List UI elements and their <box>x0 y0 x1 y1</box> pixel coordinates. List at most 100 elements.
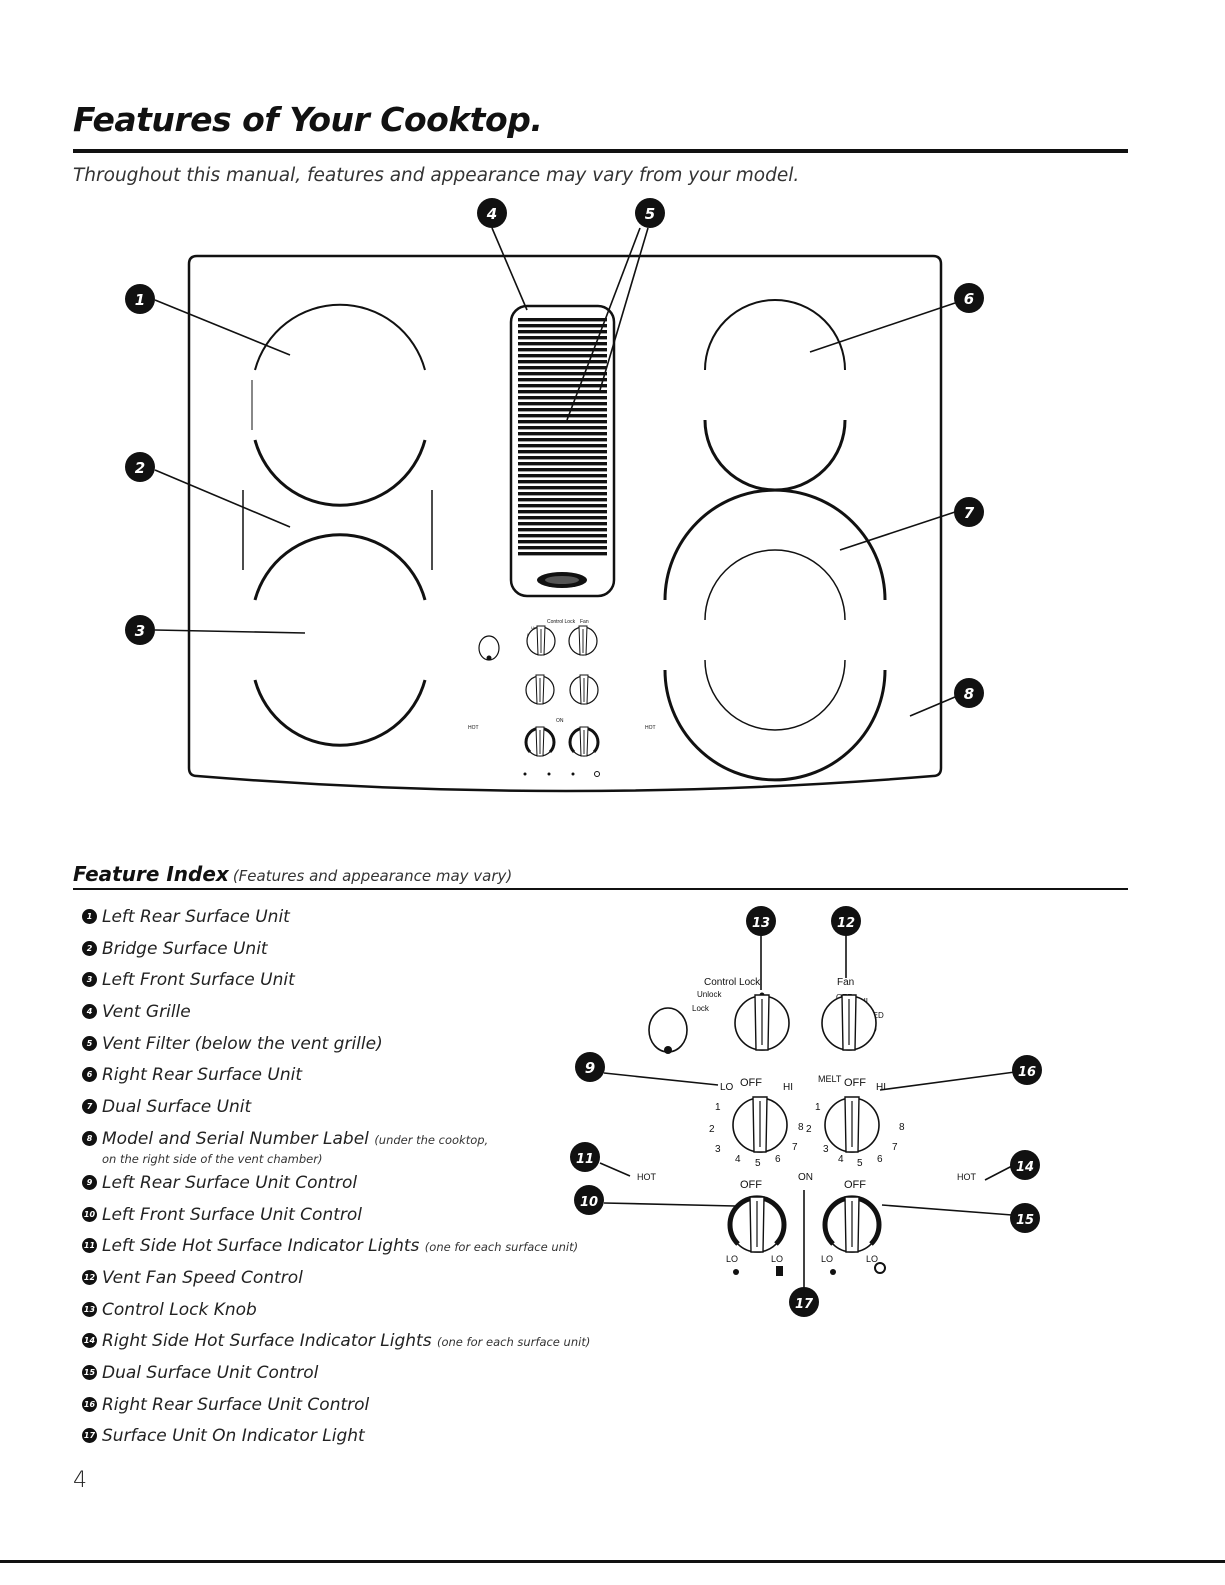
small-control-panel: Control Lock Unlock Lock Fan ON HOT HOT <box>468 619 656 777</box>
svg-text:3: 3 <box>135 622 145 640</box>
svg-text:7: 7 <box>964 504 975 522</box>
index-bullet-badge: 2 <box>82 940 97 956</box>
fan-label: Fan <box>837 977 854 988</box>
svg-text:15: 15 <box>1016 1213 1034 1228</box>
svg-text:OFF: OFF <box>740 1077 762 1089</box>
svg-text:LO: LO <box>720 1082 734 1093</box>
svg-text:OFF: OFF <box>740 1179 762 1191</box>
callout-badge: 14 <box>1010 1150 1040 1180</box>
page-title: Features of Your Cooktop. <box>73 100 543 139</box>
index-bullet-badge: 9 <box>82 1174 97 1190</box>
svg-text:4: 4 <box>735 1154 741 1165</box>
callout-badge: 6 <box>954 283 984 313</box>
callout-badge: 13 <box>746 906 776 936</box>
svg-text:16: 16 <box>1018 1065 1036 1080</box>
svg-text:6: 6 <box>964 290 974 308</box>
svg-text:OFF: OFF <box>844 1179 866 1191</box>
svg-text:4: 4 <box>838 1154 844 1165</box>
svg-text:LO: LO <box>726 1254 738 1264</box>
callout-badge: 3 <box>125 615 155 645</box>
upper-leader-lines <box>154 227 956 717</box>
svg-text:2: 2 <box>806 1124 812 1135</box>
svg-text:1: 1 <box>815 1102 821 1113</box>
index-bullet-badge: 3 <box>82 972 97 988</box>
svg-text:5: 5 <box>645 205 655 223</box>
callout-badge: 4 <box>477 198 507 228</box>
callout-badge: 16 <box>1012 1055 1042 1085</box>
bottom-rule <box>0 1560 1225 1563</box>
svg-text:5: 5 <box>857 1158 863 1169</box>
svg-text:14: 14 <box>1016 1160 1034 1175</box>
index-bullet-badge: 16 <box>82 1396 97 1412</box>
svg-text:13: 13 <box>752 916 770 931</box>
callout-badge: 9 <box>575 1052 605 1082</box>
index-bullet-badge: 15 <box>82 1364 97 1380</box>
feature-index-title: Feature Index <box>73 862 229 886</box>
svg-text:12: 12 <box>837 916 855 931</box>
index-bullet-badge: 7 <box>82 1099 97 1115</box>
index-bullet-badge: 13 <box>82 1301 97 1317</box>
feature-index-note: (Features and appearance may vary) <box>232 867 513 885</box>
svg-text:8: 8 <box>899 1122 905 1133</box>
index-bullet-badge: 17 <box>82 1428 97 1444</box>
svg-text:HOT: HOT <box>468 725 479 731</box>
callout-badge: 11 <box>570 1142 600 1172</box>
svg-text:1: 1 <box>715 1102 721 1113</box>
callout-badge: 1 <box>125 284 155 314</box>
callout-badge: 17 <box>789 1287 819 1317</box>
left-front-element <box>253 533 427 747</box>
index-bullet-badge: 12 <box>82 1269 97 1285</box>
svg-text:HOT: HOT <box>957 1172 977 1182</box>
svg-text:7: 7 <box>892 1142 898 1153</box>
svg-text:8: 8 <box>964 685 974 703</box>
index-bullet-badge: 8 <box>82 1130 97 1146</box>
svg-text:HI: HI <box>783 1082 793 1093</box>
svg-text:OFF: OFF <box>844 1077 866 1089</box>
svg-text:6: 6 <box>775 1154 781 1165</box>
svg-text:2: 2 <box>135 459 145 477</box>
index-bullet-badge: 11 <box>82 1238 97 1254</box>
svg-text:LO: LO <box>771 1254 783 1264</box>
vent-grille <box>509 304 616 598</box>
svg-text:10: 10 <box>580 1195 598 1210</box>
svg-text:ON: ON <box>798 1172 813 1183</box>
small-control-lock-label: Control Lock <box>547 619 576 625</box>
feature-index-rule <box>73 888 1128 890</box>
left-rear-element <box>251 303 427 507</box>
svg-text:17: 17 <box>795 1297 814 1312</box>
svg-text:7: 7 <box>792 1142 798 1153</box>
index-bullet-badge: 5 <box>82 1035 97 1051</box>
bridge-element <box>242 490 433 570</box>
callout-badge: 12 <box>831 906 861 936</box>
svg-text:1: 1 <box>135 291 145 309</box>
svg-text:Lock: Lock <box>692 1004 710 1013</box>
callout-badge: 15 <box>1010 1203 1040 1233</box>
svg-text:MELT: MELT <box>818 1074 842 1084</box>
svg-text:6: 6 <box>877 1154 883 1165</box>
svg-text:Fan: Fan <box>580 619 589 625</box>
svg-text:Unlock: Unlock <box>697 990 722 999</box>
svg-text:HI: HI <box>876 1082 886 1093</box>
title-rule <box>73 149 1128 153</box>
large-control-panel: Control Lock Unlock Lock Fan OFF HI MED … <box>637 977 977 1276</box>
callout-badges: 1 2 3 4 5 6 7 8 13 12 9 16 11 10 14 15 1… <box>125 198 1042 1317</box>
